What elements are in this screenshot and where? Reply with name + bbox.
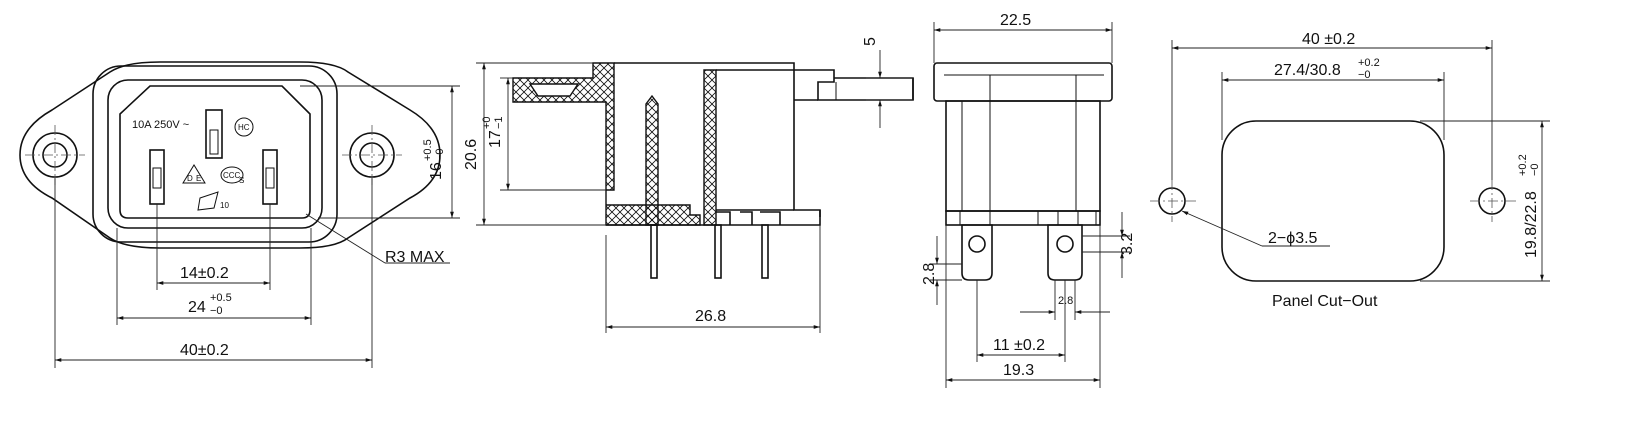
- side-pins: [650, 224, 769, 279]
- height-tol-plus: +0.5: [422, 139, 434, 161]
- cert-triangle-icon: [182, 164, 206, 184]
- height-tol-minus: −0: [434, 148, 446, 161]
- flange-dim: 5: [862, 37, 879, 46]
- cutout-caption: Panel Cut−Out: [1272, 293, 1378, 310]
- cert-mark-icon: [197, 191, 219, 211]
- cert-de: D: [187, 174, 193, 183]
- rear-tab-right: [1047, 224, 1083, 281]
- cutout-overall-width-dim: 40 ±0.2: [1302, 31, 1355, 48]
- overall-height-dim: 20.6: [463, 139, 480, 170]
- pin-right: [262, 149, 278, 205]
- tab-height-dim: 2.8: [921, 263, 938, 285]
- cutout-height-tol-plus: +0.2: [1517, 154, 1529, 176]
- ccc-mark-icon: [220, 166, 244, 184]
- rear-overall-width-dim: 19.3: [1003, 362, 1034, 379]
- overall-width-dim: 40±0.2: [180, 342, 229, 359]
- inner-height-dim: 17: [487, 130, 504, 148]
- cutout-width-tol-plus: +0.2: [1358, 57, 1380, 69]
- rear-width-dim: 22.5: [1000, 12, 1031, 29]
- rear-tab-left: [961, 224, 993, 281]
- pin-left: [149, 149, 165, 205]
- tab-spacing-dim: 11 ±0.2: [993, 337, 1045, 354]
- cert-num: 10: [220, 201, 229, 210]
- tab-width-dim: 2.8: [1058, 295, 1073, 307]
- cert-ccc: CCC: [223, 171, 241, 180]
- pin-earth: [205, 109, 223, 159]
- cutout-height-dim: 19.8/22.8: [1523, 191, 1540, 258]
- cert-s: S: [239, 176, 244, 185]
- radius-label: R3 MAX: [385, 249, 445, 266]
- opening-tol-minus: −0: [210, 305, 223, 317]
- pin-spacing-dim: 14±0.2: [180, 265, 229, 282]
- tab-offset-dim: 3.2: [1119, 233, 1136, 255]
- front-view: 10A 250V ~ HC D E CCC S 10 14±0.2 24 +0.…: [19, 61, 460, 368]
- rear-view: 22.5 2.8 3.2 2.8 11 ±0.2 19.3: [921, 12, 1136, 388]
- opening-width-dim: 24: [188, 299, 206, 316]
- opening-tol-plus: +0.5: [210, 292, 232, 304]
- cutout-height-tol-minus: −0: [1529, 163, 1541, 176]
- cutout-hole-left: [1150, 180, 1196, 222]
- cert-e: E: [196, 174, 201, 183]
- rating-label: 10A 250V ~: [132, 119, 189, 131]
- mounting-hole-left: [25, 125, 85, 185]
- holes-label: 2−ϕ3.5: [1268, 230, 1318, 247]
- inner-tol-minus: −1: [493, 116, 505, 129]
- height-dim: 16: [428, 162, 445, 180]
- cutout-width-tol-minus: −0: [1358, 69, 1371, 81]
- depth-dim: 26.8: [695, 308, 726, 325]
- panel-cutout: 40 ±0.2 27.4/30.8 +0.2 −0 19.8/22.8 +0.2…: [1150, 31, 1550, 310]
- hc-mark: HC: [238, 123, 250, 132]
- side-view: 20.6 17 +0 −1 26.8 5: [463, 37, 914, 333]
- mounting-hole-right: [342, 125, 402, 185]
- inner-tol-plus: +0: [481, 116, 493, 129]
- cutout-hole-right: [1470, 180, 1516, 222]
- cutout-width-dim: 27.4/30.8: [1274, 62, 1341, 79]
